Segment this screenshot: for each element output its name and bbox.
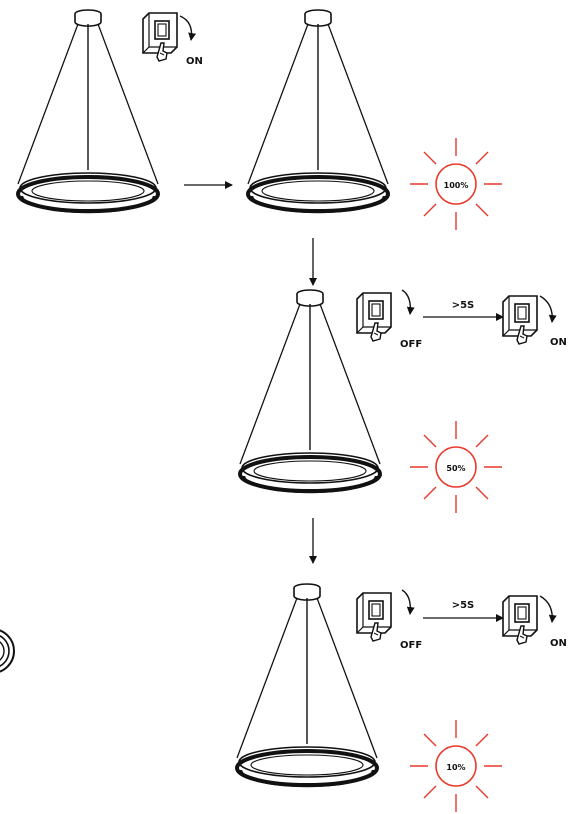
- light-burst-icon: 10%: [409, 719, 503, 813]
- wall-switch-on-icon: ON: [502, 295, 567, 348]
- light-burst-icon: 100%: [409, 137, 503, 231]
- timing-label: >5S: [452, 300, 475, 311]
- timing-label: >5S: [452, 600, 475, 611]
- step-1: ON 100%: [16, 8, 503, 231]
- wall-switch-off-icon: OFF: [356, 289, 422, 350]
- brightness-label: 10%: [446, 763, 465, 772]
- wall-switch-off-icon: OFF: [356, 589, 422, 651]
- switch-label-off: OFF: [400, 640, 422, 651]
- switch-label-on: ON: [186, 56, 203, 67]
- step-3: OFF >5S ON 10%: [235, 582, 567, 813]
- light-burst-icon: 50%: [409, 420, 503, 514]
- switch-label-off: OFF: [400, 339, 422, 350]
- step-2: OFF >5S ON 50%: [238, 288, 567, 514]
- edge-ring-icon: [0, 629, 15, 673]
- brightness-label: 100%: [444, 181, 469, 190]
- switch-label-on: ON: [550, 638, 567, 649]
- wall-switch-on-icon: ON: [502, 595, 567, 649]
- brightness-label: 50%: [446, 464, 465, 473]
- wall-switch-on-icon: ON: [142, 12, 203, 67]
- pendant-lamp-full: [246, 8, 390, 214]
- pendant-lamp-dim: [235, 582, 379, 788]
- switch-label-on: ON: [550, 337, 567, 348]
- pendant-lamp-off: [16, 8, 160, 214]
